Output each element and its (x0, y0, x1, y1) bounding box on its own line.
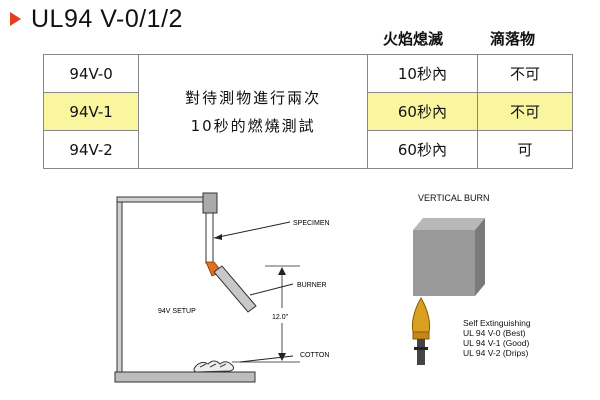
bullet-triangle-icon (10, 12, 21, 26)
time-cell: 60秒內 (366, 130, 478, 169)
legend-line: UL 94 V-1 (Good) (463, 338, 530, 348)
burner-cap (412, 331, 430, 340)
specimen-arrow-icon (214, 234, 222, 240)
rating-cell: 94V-1 (42, 92, 140, 131)
burner (213, 265, 257, 313)
table-row: 94V-2 60秒內 可 (42, 130, 574, 169)
specimen-bar (205, 212, 214, 264)
rating-cell: 94V-2 (42, 130, 140, 169)
burner-pointer (249, 283, 294, 296)
time-cell: 10秒內 (366, 54, 478, 93)
burner-tube (417, 339, 425, 365)
table-row: 94V-0 對待測物進行兩次 10秒的燃燒測試 10秒內 不可 (42, 54, 574, 169)
drip-cell: 不可 (476, 92, 574, 131)
header-flame-extinguish: 火焰熄滅 (383, 30, 444, 48)
test-note-line2: 10秒的燃燒測試 (190, 116, 316, 135)
stand-arm (116, 196, 210, 203)
label-specimen: SPECIMEN (293, 220, 330, 227)
clamp (202, 192, 218, 214)
drip-cell: 可 (476, 130, 574, 169)
label-burner: BURNER (297, 282, 327, 289)
legend-line: UL 94 V-2 (Drips) (463, 348, 529, 358)
rating-cell: 94V-0 (42, 54, 140, 93)
test-note-cell: 對待測物進行兩次 10秒的燃燒測試 (138, 54, 368, 169)
burn-flame-icon (411, 297, 431, 333)
stand-pole (116, 199, 123, 373)
legend-line: UL 94 V-0 (Best) (463, 328, 526, 338)
table-row: 94V-1 60秒內 不可 (42, 92, 574, 131)
cotton-texture (199, 363, 227, 368)
header-drip: 滴落物 (490, 30, 536, 48)
stand-base (114, 371, 256, 383)
vertical-burn-title: VERTICAL BURN (418, 193, 490, 203)
label-distance: 12.0" (272, 314, 289, 321)
label-cotton: COTTON (300, 352, 329, 359)
slide-title: UL94 V-0/1/2 (10, 4, 183, 34)
block-top-face (413, 218, 485, 230)
burner-ring (414, 347, 428, 350)
legend-line: Self Extinguishing (463, 318, 531, 328)
cotton-pointer (239, 355, 294, 363)
block-side-face (475, 218, 485, 296)
block-front-face (413, 230, 475, 296)
rating-table: 94V-0 對待測物進行兩次 10秒的燃燒測試 10秒內 不可 94V-1 60… (42, 54, 574, 169)
rating-legend: Self Extinguishing UL 94 V-0 (Best) UL 9… (463, 318, 531, 358)
dim-arrow-up-icon (278, 267, 286, 275)
title-text: UL94 V-0/1/2 (31, 4, 183, 33)
time-cell: 60秒內 (366, 92, 478, 131)
cotton-pad (193, 360, 235, 373)
label-setup: 94V SETUP (158, 308, 196, 315)
test-note-line1: 對待測物進行兩次 (185, 88, 322, 107)
specimen-pointer (213, 221, 291, 239)
